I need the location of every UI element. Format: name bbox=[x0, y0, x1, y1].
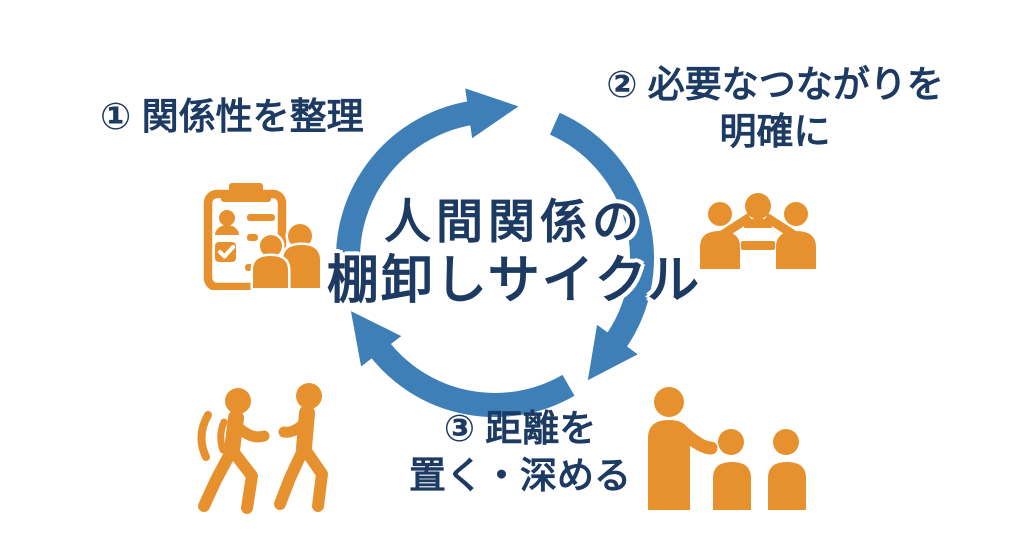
people-network-icon bbox=[700, 193, 816, 269]
step-3-label-line1: ③ 距離を bbox=[443, 408, 597, 449]
cycle-arc-bottom bbox=[350, 311, 575, 418]
cycle-arc-left bbox=[335, 88, 519, 270]
step-3-label-line2: 置く・深める bbox=[409, 454, 631, 496]
cycle-title-line2: 棚卸しサイクル bbox=[326, 252, 702, 311]
cycle-arc-right bbox=[549, 112, 654, 381]
step-1-label-text: ① 関係性を整理 bbox=[100, 96, 364, 137]
step-2-label-line1: ② 必要なつながりを bbox=[606, 64, 944, 105]
clipboard-people-icon bbox=[203, 183, 323, 290]
cycle-title-line1: 人間関係の bbox=[384, 195, 644, 248]
people-group-icon bbox=[648, 387, 806, 510]
step-2-label: ② 必要なつながりを 明確に bbox=[606, 62, 944, 155]
cycle-title: 人間関係の 棚卸しサイクル bbox=[327, 194, 701, 313]
step-1-label: ① 関係性を整理 bbox=[100, 94, 364, 141]
step-3-label: ③ 距離を 置く・深める bbox=[409, 406, 631, 499]
people-walking-icon bbox=[197, 383, 328, 514]
step-2-label-line2: 明確に bbox=[719, 110, 831, 152]
